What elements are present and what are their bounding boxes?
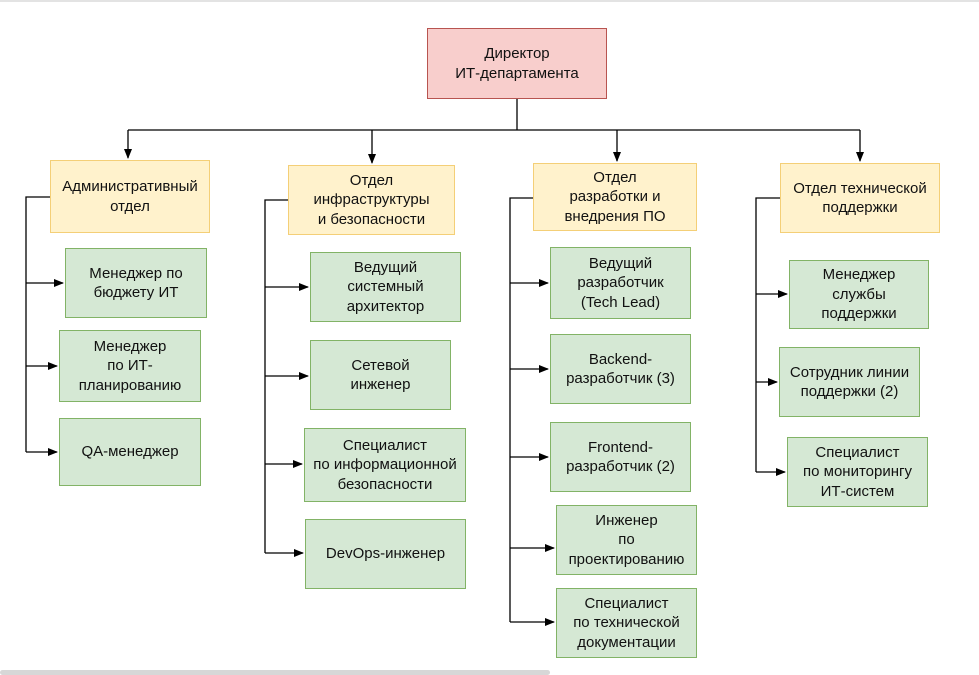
- role-box-frontend-developer: Frontend- разработчик (2): [550, 422, 691, 492]
- role-box-monitoring-specialist: Специалист по мониторингу ИТ-систем: [787, 437, 928, 507]
- role-box-system-architect: Ведущий системный архитектор: [310, 252, 461, 322]
- horizontal-scrollbar[interactable]: [0, 670, 550, 675]
- role-box-support-line-employee: Сотрудник линии поддержки (2): [779, 347, 920, 417]
- role-box-planning-manager: Менеджер по ИТ- планированию: [59, 330, 201, 402]
- role-box-devops-engineer: DevOps-инженер: [305, 519, 466, 589]
- connector-spine-support: [755, 197, 780, 472]
- department-box-admin: Административный отдел: [50, 160, 210, 233]
- top-border: [0, 0, 979, 2]
- role-box-security-specialist: Специалист по информационной безопасност…: [304, 428, 466, 502]
- director-box: Директор ИТ-департамента: [427, 28, 607, 99]
- department-box-support: Отдел технической поддержки: [780, 163, 940, 233]
- connector-spine-admin: [25, 196, 50, 452]
- role-box-network-engineer: Сетевой инженер: [310, 340, 451, 410]
- department-box-infrastructure: Отдел инфраструктуры и безопасности: [288, 165, 455, 235]
- role-box-support-manager: Менеджер службы поддержки: [789, 260, 929, 329]
- role-box-tech-lead: Ведущий разработчик (Tech Lead): [550, 247, 691, 319]
- role-box-budget-manager: Менеджер по бюджету ИТ: [65, 248, 207, 318]
- role-box-qa-manager: QA-менеджер: [59, 418, 201, 486]
- role-box-documentation-specialist: Специалист по технической документации: [556, 588, 697, 658]
- department-box-development: Отдел разработки и внедрения ПО: [533, 163, 697, 231]
- role-box-backend-developer: Backend- разработчик (3): [550, 334, 691, 404]
- role-box-design-engineer: Инженер по проектированию: [556, 505, 697, 575]
- connector-spine-infrastructure: [264, 199, 288, 553]
- connector-spine-development: [509, 197, 533, 622]
